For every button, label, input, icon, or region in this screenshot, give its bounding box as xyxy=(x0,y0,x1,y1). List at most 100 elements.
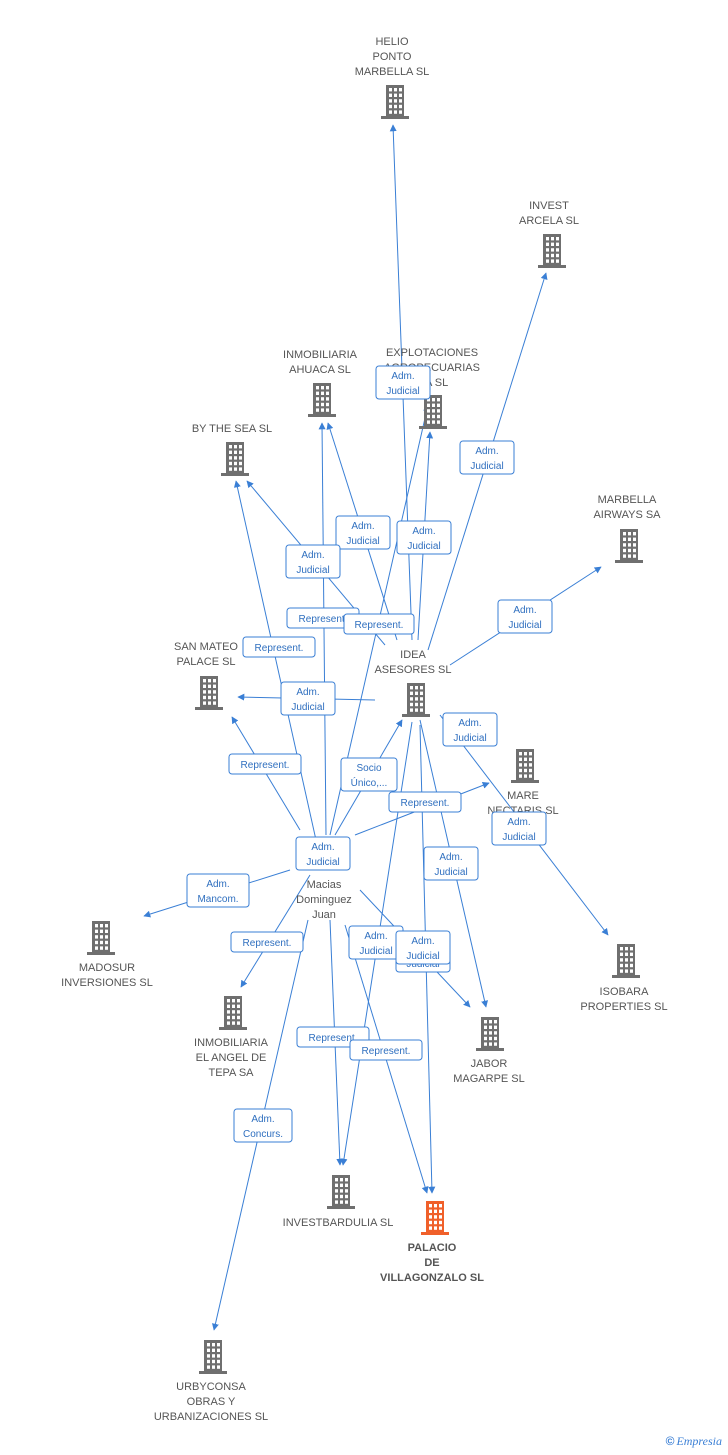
building-window xyxy=(340,1189,343,1193)
building-window xyxy=(434,1209,437,1213)
building-icon[interactable] xyxy=(421,1201,449,1235)
building-icon[interactable] xyxy=(221,442,249,476)
building-window xyxy=(227,1015,230,1020)
building-icon[interactable] xyxy=(402,683,430,717)
edge-label-box xyxy=(233,1108,293,1143)
edge-label-text: Socio xyxy=(356,763,381,774)
edge-label[interactable]: Adm.Judicial xyxy=(285,544,341,579)
building-window xyxy=(415,691,418,695)
building-window xyxy=(410,691,413,695)
node-label: INVESTBARDULIA SL xyxy=(283,1217,394,1229)
node-label-line: Juan xyxy=(312,909,336,921)
building-icon[interactable] xyxy=(615,529,643,563)
building-icon[interactable] xyxy=(419,395,447,429)
building-window xyxy=(105,935,108,939)
building-icon[interactable] xyxy=(219,996,247,1030)
edge-label[interactable]: Adm.Judicial xyxy=(395,930,451,965)
edge-label[interactable]: Represent. xyxy=(230,931,304,953)
node-label-line: VILLAGONZALO SL xyxy=(380,1272,484,1284)
edge-label[interactable]: Adm.Judicial xyxy=(335,515,391,550)
building-icon[interactable] xyxy=(308,383,336,417)
building-icon[interactable] xyxy=(199,1340,227,1374)
edge-label-box xyxy=(459,440,515,475)
building-window xyxy=(229,445,232,449)
building-window xyxy=(208,679,211,683)
building-icon[interactable] xyxy=(381,85,409,119)
edge-label[interactable]: Represent. xyxy=(242,636,316,658)
building-window xyxy=(232,1010,235,1014)
building-window xyxy=(239,467,242,471)
building-window xyxy=(415,686,418,690)
node-bythesea[interactable]: BY THE SEA SL xyxy=(192,423,272,476)
building-window xyxy=(232,1004,235,1008)
building-icon[interactable] xyxy=(538,234,566,268)
edge-label[interactable]: Adm.Judicial xyxy=(459,440,515,475)
edge-label[interactable]: Adm.Judicial xyxy=(280,681,336,716)
building-window xyxy=(546,237,549,241)
building-window xyxy=(623,532,626,536)
building-window xyxy=(232,1021,235,1025)
building-base xyxy=(419,426,447,429)
building-icon[interactable] xyxy=(476,1017,504,1051)
building-window xyxy=(321,391,324,395)
edge-label[interactable]: Adm.Judicial xyxy=(497,599,553,634)
edge-label[interactable]: Represent. xyxy=(343,613,415,635)
building-icon[interactable] xyxy=(327,1175,355,1209)
building-window xyxy=(625,947,628,951)
building-window xyxy=(437,403,440,407)
building-base xyxy=(402,714,430,717)
edge-label[interactable]: Represent. xyxy=(388,791,462,813)
building-window xyxy=(415,708,418,712)
building-window xyxy=(203,690,206,694)
edges-layer xyxy=(143,124,609,1331)
building-icon[interactable] xyxy=(195,676,223,710)
node-label-line: PALACE SL xyxy=(176,656,235,668)
building-window xyxy=(326,397,329,401)
edge-label[interactable]: Adm.Judicial xyxy=(295,836,351,871)
edge-label-text: Adm. xyxy=(412,526,435,537)
building-window xyxy=(394,93,397,97)
building-icon[interactable] xyxy=(511,749,539,783)
building-window xyxy=(625,952,628,956)
edge-label[interactable]: Adm.Concurs. xyxy=(233,1108,293,1143)
edge-label[interactable]: Adm.Judicial xyxy=(442,712,498,747)
building-window xyxy=(326,391,329,395)
building-window xyxy=(625,963,628,968)
edge-label-text: Adm. xyxy=(458,718,481,729)
edge-label[interactable]: Represent. xyxy=(349,1039,423,1061)
building-window xyxy=(494,1042,497,1046)
edge-label[interactable]: Adm.Mancom. xyxy=(186,873,250,908)
edge-label[interactable]: Adm.Judicial xyxy=(491,811,547,846)
edge-label[interactable]: Adm.Judicial xyxy=(396,520,452,555)
node-label-line: MARBELLA SL xyxy=(355,66,430,78)
edge-label[interactable]: Adm.Judicial xyxy=(375,365,431,400)
edge-label[interactable]: Adm.Judicial xyxy=(348,925,404,960)
building-window xyxy=(217,1359,220,1364)
building-window xyxy=(437,420,440,424)
building-icon[interactable] xyxy=(87,921,115,955)
edge-label[interactable]: Represent. xyxy=(228,753,302,775)
building-window xyxy=(105,946,108,950)
building-icon[interactable] xyxy=(612,944,640,978)
edge-label[interactable]: Adm.Judicial xyxy=(423,846,479,881)
node-investbardulia[interactable]: INVESTBARDULIA SL xyxy=(283,1175,394,1229)
edge-label-text: Judicial xyxy=(508,620,541,631)
edge-label[interactable]: SocioÚnico,... xyxy=(340,757,398,792)
building-base xyxy=(381,116,409,119)
